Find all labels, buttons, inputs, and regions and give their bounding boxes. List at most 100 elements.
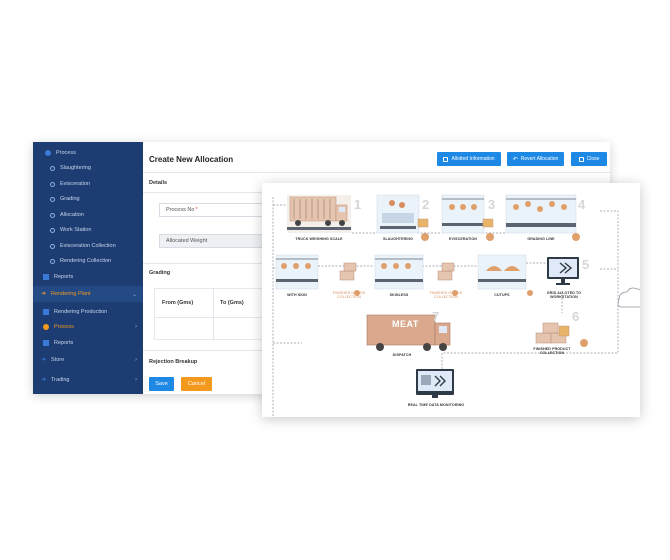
sidebar-item-slaughtering[interactable]: Slaughtering [33,161,143,175]
sidebar-item-grading[interactable]: Grading [33,192,143,206]
undo-icon: ↶ [512,156,518,163]
station-number-4: 4 [578,197,586,212]
finished-goods-boxes-1 [339,262,357,281]
with-skin-line-illustration [275,254,319,290]
real-time-monitor-illustration [416,369,454,398]
chevron-right-icon: › [135,324,137,330]
sidebar-item-store[interactable]: ➜ Store › [33,353,143,367]
station-number-3: 3 [488,197,496,212]
circle-icon [50,181,55,187]
grading-heading: Grading [149,270,171,276]
finished-goods-boxes-2 [437,262,455,281]
column-header-from: From (Gms) [162,300,194,306]
skinless-label: SKINLESS [389,293,409,297]
gear-icon [43,324,49,330]
page-title: Create New Allocation [149,155,234,164]
evisceration-station-illustration [441,194,494,234]
grid-icon [43,309,49,315]
revert-allocation-button[interactable]: ↶ Revert Allocation [507,152,564,166]
process-flow-diagram: 1 2 3 4 5 6 7 TRUCK WEIGHING SCALE SLAUG… [262,183,640,417]
save-button[interactable]: Save [149,377,174,391]
finished-product-collection-label: FINISHED PRODUCT COLLECTION [533,347,571,356]
sidebar-item-label: Grading [60,196,80,202]
grid-alloted-label: GRID ALLOTED TO WORKSTATION [546,291,582,300]
real-time-data-monitoring-label: REAL TIME DATA MONITORING [407,403,465,407]
sidebar-item-label: Rendering Plant [51,291,91,297]
gear-icon [45,150,51,156]
sidebar-item-reports-rendering[interactable]: Reports [33,336,143,350]
sidebar-item-rendering-production[interactable]: Rendering Production [33,305,143,319]
cancel-button[interactable]: Cancel [181,377,212,391]
grid-icon [43,274,49,280]
sidebar-item-label: Rendering Collection [60,258,112,264]
station-number-2: 2 [422,197,430,212]
cutups-line-illustration [477,254,527,290]
allocated-weight-label: Allocated Weight [166,238,208,244]
arrow-icon: ➜ [41,377,47,383]
circle-icon [50,243,55,249]
chevron-down-icon: ⌄ [131,291,137,298]
sidebar-item-allocation[interactable]: Allocation [33,208,143,222]
sidebar-item-label: Evisceration [60,181,90,187]
sidebar-item-label: Reports [54,274,74,280]
arrow-icon: ➜ [41,291,47,297]
chevron-right-icon: › [135,377,137,383]
process-no-field[interactable]: Process No * [159,203,269,217]
sidebar-item-work-station[interactable]: Work Station [33,223,143,237]
allotted-information-label: Allotted Information [451,156,495,162]
station-number-1: 1 [354,197,362,212]
sidebar-item-label: Store [51,357,65,363]
info-icon [443,156,449,162]
divider [155,317,285,318]
column-header-to: To (Gms) [220,300,244,306]
sidebar-item-evisceration[interactable]: Evisceration [33,177,143,191]
circle-icon [50,212,55,218]
sidebar-item-rendering-plant[interactable]: ➜ Rendering Plant ⌄ [33,286,143,302]
revert-allocation-label: Revert Allocation [520,156,559,162]
process-flow-illustration [272,194,640,416]
sidebar-item-label: Work Station [60,227,92,233]
circle-icon [50,196,55,202]
allocated-weight-field[interactable]: Allocated Weight [159,234,269,248]
circle-icon [50,258,55,264]
sidebar-item-label: Rendering Production [54,309,108,315]
finished-product-collection-illustration [535,322,570,344]
dispatch-truck-illustration [366,314,451,351]
truck-weighing-station-illustration [287,195,351,233]
finished-goods-collection-label: FINISHED GOODS COLLECTION [429,291,463,300]
divider [143,172,610,173]
chevron-right-icon: › [135,357,137,363]
cutups-label: CUTUPS [494,293,510,297]
close-label: Close [586,156,600,162]
station-number-7: 7 [432,309,440,324]
grading-line-illustration [505,194,577,234]
sidebar-item-process-rendering[interactable]: Process › [33,320,143,334]
sidebar-item-evisceration-collection[interactable]: Evisceration Collection [33,239,143,253]
sidebar-item-label: Process [54,324,74,330]
sidebar-item-label: Slaughtering [60,165,91,171]
circle-icon [50,227,55,233]
close-button[interactable]: Close [571,152,607,166]
sidebar-item-process[interactable]: Process [33,146,143,160]
arrow-icon: ➜ [41,357,47,363]
rejection-breakup-heading: Rejection Breakup [149,359,198,365]
sidebar-item-rendering-collection[interactable]: Rendering Collection [33,254,143,268]
sidebar-item-reports[interactable]: Reports [33,270,143,284]
required-mark: * [195,207,198,213]
workstation-monitor-illustration [547,257,579,285]
truck-weighing-scale-label: TRUCK WEIGHING SCALE [295,237,343,241]
sidebar: Process Slaughtering Evisceration Gradin… [33,142,143,394]
sidebar-item-trading[interactable]: ➜ Trading › [33,373,143,387]
skinless-line-illustration [374,254,424,290]
dispatch-label: DISPATCH [392,353,412,357]
evisceration-label: EVISCERATION [449,237,477,241]
sidebar-item-label: Process [56,150,76,156]
with-skin-label: WITH SKIN [287,293,307,297]
finished-goods-collection-label: FINISHED GOODS COLLECTION [332,291,366,300]
sidebar-item-label: Allocation [60,212,84,218]
slaughtering-label: SLAUGHTERING [383,237,413,241]
grid-icon [43,340,49,346]
allotted-information-button[interactable]: Allotted Information [437,152,501,166]
details-heading: Details [149,180,168,186]
close-icon [578,156,584,162]
